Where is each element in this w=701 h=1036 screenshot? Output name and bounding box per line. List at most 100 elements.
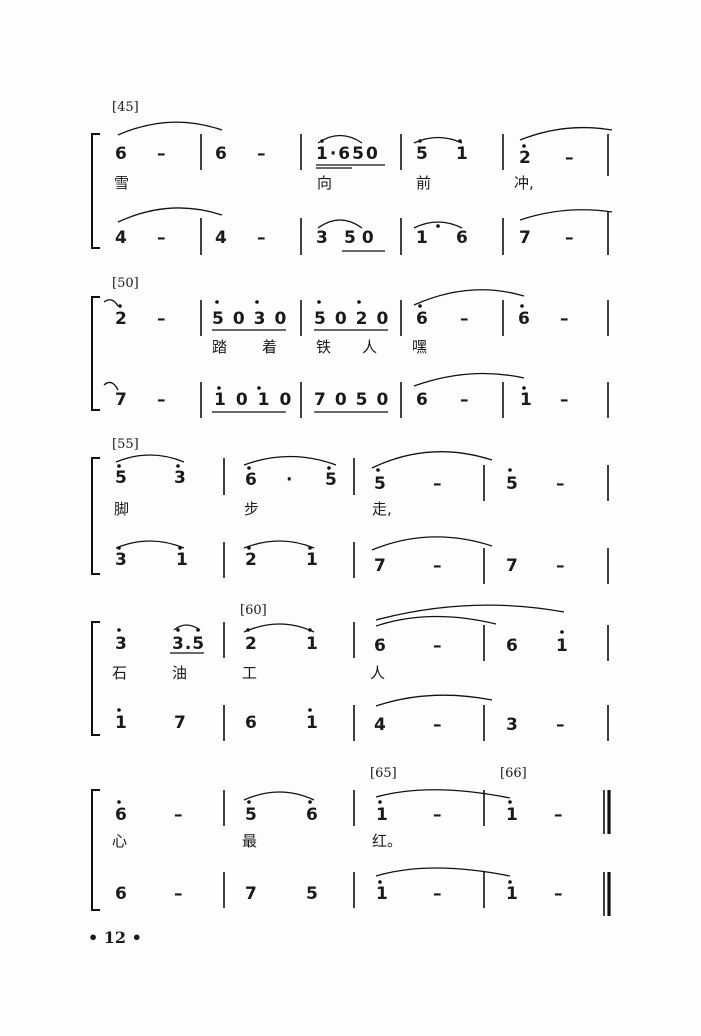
note: – [433, 715, 442, 735]
note: – [556, 715, 565, 735]
note: – [157, 390, 166, 410]
note: 6 [374, 636, 386, 656]
note: – [257, 144, 266, 164]
note: 5 [115, 468, 127, 488]
lyric: 人 [370, 664, 386, 682]
note: 4 [374, 715, 386, 735]
lyric: 铁 [316, 338, 332, 356]
note: 7 [374, 556, 386, 576]
note: 1 [506, 884, 518, 904]
note: – [556, 474, 565, 494]
lyric: 前 [416, 174, 432, 192]
note: 6 [456, 228, 468, 248]
note: 3.5 [172, 634, 206, 654]
note: – [433, 556, 442, 576]
note: 4 [215, 228, 227, 248]
note: – [157, 309, 166, 329]
note: – [433, 474, 442, 494]
note: 6 [518, 309, 530, 329]
note: 3 [115, 634, 127, 654]
note: – [554, 805, 563, 825]
note: – [565, 148, 574, 168]
note: 2 [115, 309, 127, 329]
measure-number: [55] [112, 437, 139, 452]
note: 1 [176, 550, 188, 570]
note: 6 [115, 805, 127, 825]
note: 1 [520, 390, 532, 410]
note: 4 [115, 228, 127, 248]
note: 1 [306, 634, 318, 654]
measure-number: [45] [112, 100, 139, 115]
note: – [460, 309, 469, 329]
note: – [460, 390, 469, 410]
lyric: 最 [242, 832, 258, 850]
lyric: 雪 [114, 174, 130, 192]
note: 6 [215, 144, 227, 164]
note: 3 [506, 715, 518, 735]
note: 1 [456, 144, 468, 164]
note: 5 [506, 474, 518, 494]
note: 5 [325, 470, 337, 490]
note: 50 [344, 228, 380, 248]
note: 1·650 [316, 144, 380, 164]
lyric: 人 [362, 338, 378, 356]
note: 6 [306, 805, 318, 825]
lyric: 油 [172, 664, 188, 682]
note: 2 [519, 148, 531, 168]
measure-number: [60] [240, 603, 267, 618]
note: 6 [245, 470, 257, 490]
note: – [157, 144, 166, 164]
note: 5 [374, 474, 386, 494]
note: 6 [416, 390, 428, 410]
note: 5 [245, 805, 257, 825]
note: 7 [519, 228, 531, 248]
lyric: 走, [372, 500, 392, 518]
note: – [433, 805, 442, 825]
note: 1 [416, 228, 428, 248]
note: – [174, 884, 183, 904]
note: 1 [376, 884, 388, 904]
note: 1010 [214, 390, 302, 410]
note: – [560, 309, 569, 329]
measure-number: [65] [370, 766, 397, 781]
note: 5 [306, 884, 318, 904]
lyric: 嘿 [412, 338, 428, 356]
note: – [174, 805, 183, 825]
note: – [560, 390, 569, 410]
note: 2 [245, 550, 257, 570]
note: – [433, 884, 442, 904]
note: 1 [556, 636, 568, 656]
note: 5 [416, 144, 428, 164]
note: 1 [506, 805, 518, 825]
note: – [257, 228, 266, 248]
note: – [565, 228, 574, 248]
note: 7 [174, 713, 186, 733]
lyric: 踏 [212, 338, 228, 356]
note: 1 [306, 713, 318, 733]
note: 7 [506, 556, 518, 576]
note: 3 [115, 550, 127, 570]
lyric: 石 [112, 664, 128, 682]
lyric: 工 [242, 664, 258, 682]
lyric: 向 [317, 174, 333, 192]
note: 1 [306, 550, 318, 570]
note: 2 [245, 634, 257, 654]
note: 6 [416, 309, 428, 329]
note: 7 [115, 390, 127, 410]
lyric: 心 [112, 832, 128, 850]
note: 5020 [314, 309, 398, 329]
lyric: 步 [244, 500, 260, 518]
measure-number: [50] [112, 276, 139, 291]
page-number: • 12 • [88, 928, 142, 947]
note: 3 [316, 228, 328, 248]
note: 1 [376, 805, 388, 825]
measure-number: [66] [500, 766, 527, 781]
lyric: 脚 [114, 500, 130, 518]
note: 6 [245, 713, 257, 733]
note: 6 [115, 144, 127, 164]
note: 6 [506, 636, 518, 656]
